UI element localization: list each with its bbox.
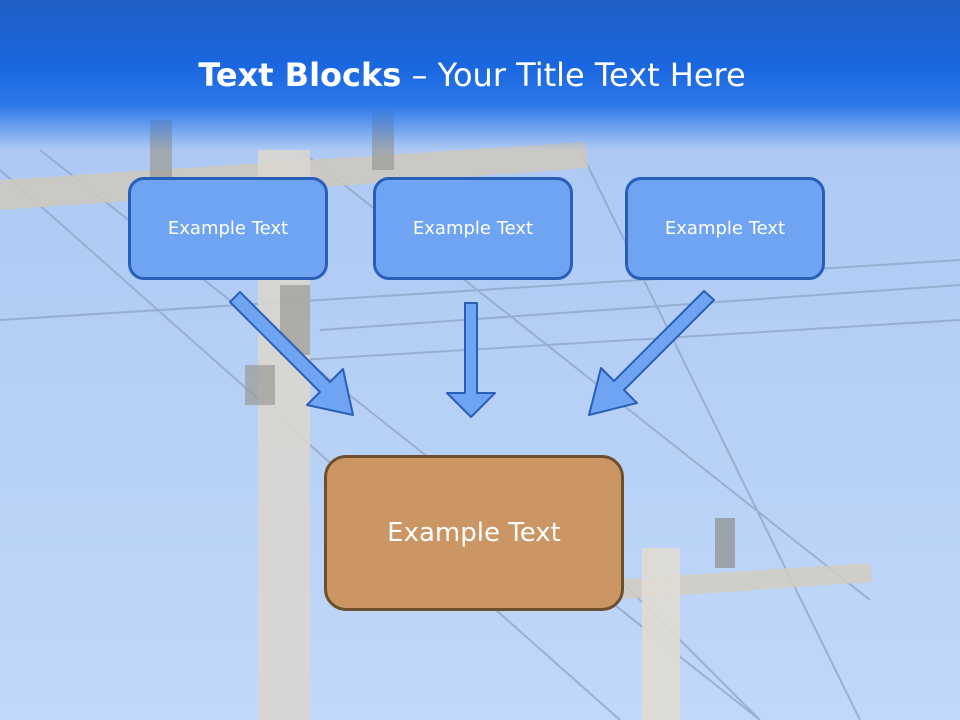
text-block-1-label: Example Text — [167, 218, 289, 239]
arrow-down-right-icon — [229, 291, 354, 416]
title-bar — [0, 0, 960, 150]
slide-title: Text Blocks – Your Title Text Here — [0, 54, 944, 96]
arrow-down-icon — [446, 302, 496, 418]
text-block-3-label: Example Text — [664, 218, 786, 239]
text-block-2-label: Example Text — [412, 218, 534, 239]
result-block[interactable]: Example Text — [324, 455, 624, 611]
arrow-down-left-icon — [588, 290, 715, 416]
text-block-1[interactable]: Example Text — [128, 177, 328, 280]
result-block-label: Example Text — [387, 518, 561, 548]
title-rest: – Your Title Text Here — [401, 56, 746, 94]
text-block-3[interactable]: Example Text — [625, 177, 825, 280]
text-block-2[interactable]: Example Text — [373, 177, 573, 280]
title-bold: Text Blocks — [198, 56, 402, 94]
